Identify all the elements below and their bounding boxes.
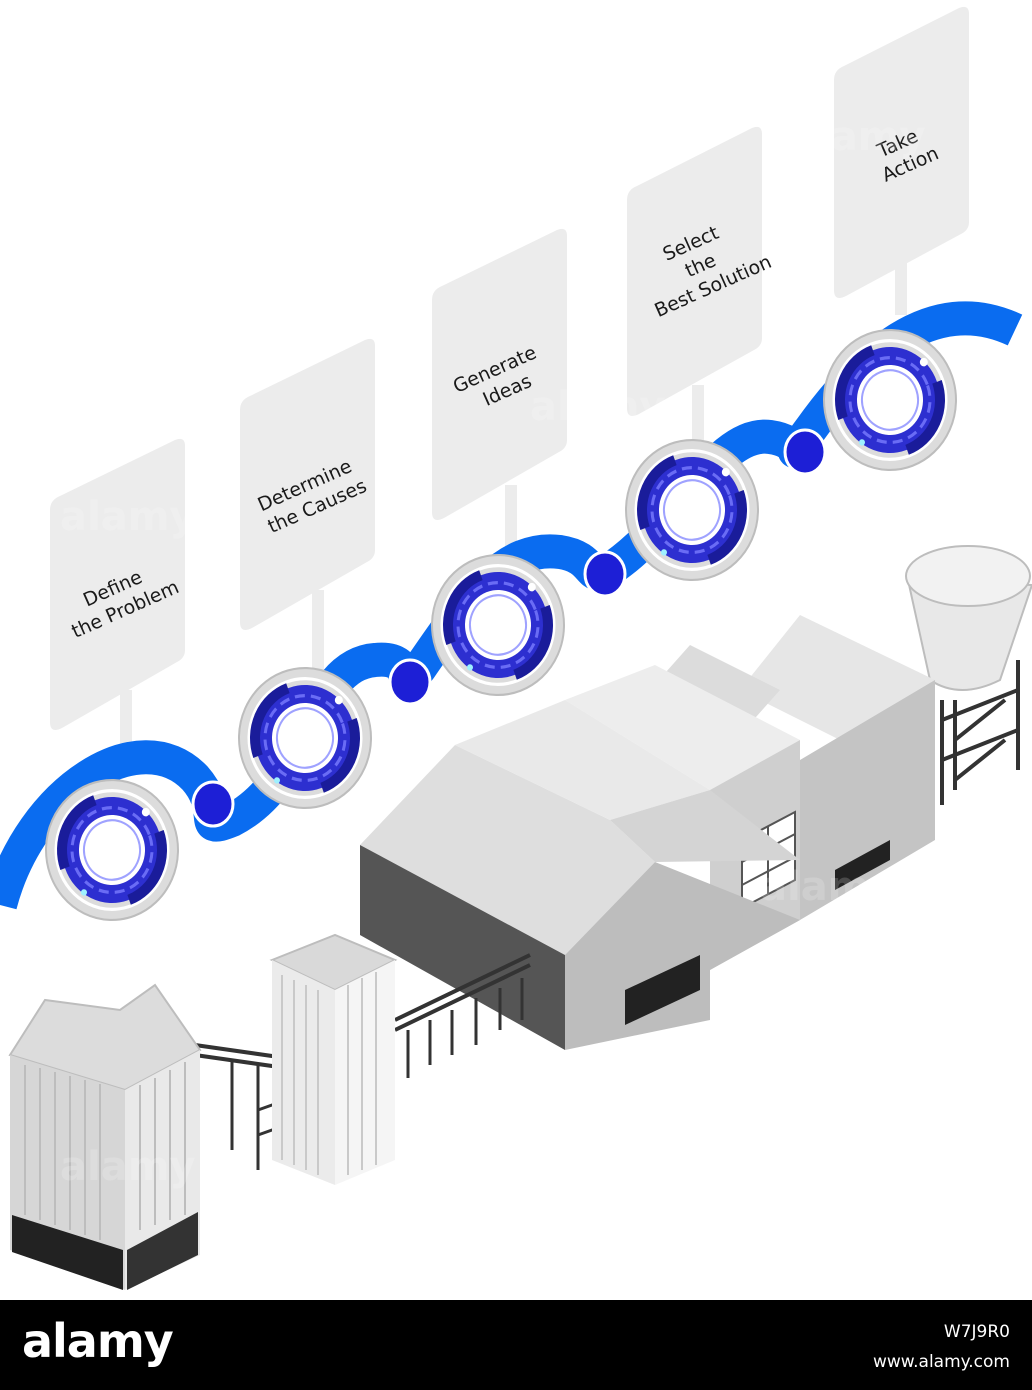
connector-dots — [191, 428, 827, 828]
step-node-5 — [805, 310, 974, 489]
office-building — [8, 983, 202, 1290]
card-shape — [834, 6, 969, 298]
step-card-2: Determine the Causes — [240, 338, 375, 670]
svg-text:alamy: alamy — [60, 494, 195, 540]
step-cards: Define the Problem Determine the Causes … — [50, 6, 969, 745]
step-card-5: Take Action — [834, 6, 969, 315]
site-url: www.alamy.com — [872, 1352, 1010, 1372]
svg-text:alamy: alamy — [60, 1144, 195, 1190]
stock-footer-bar: alamy W7J9R0 www.alamy.com — [0, 1300, 1032, 1390]
image-id: W7J9R0 — [943, 1322, 1010, 1342]
card-shape — [627, 126, 762, 416]
svg-text:alamy: alamy — [530, 384, 665, 430]
card-shape — [240, 338, 375, 630]
step-card-3: Generate Ideas — [432, 228, 567, 565]
tall-tower — [269, 933, 398, 1185]
water-tower — [905, 545, 1032, 805]
connector-dot-3 — [583, 550, 627, 598]
connector-dot-2 — [388, 658, 432, 706]
watermark: alamy alamy alamy alamy alamy — [60, 114, 925, 1190]
svg-text:alamy: alamy — [790, 114, 925, 160]
main-factory — [360, 615, 935, 1050]
card-shape — [50, 438, 185, 730]
industrial-problem-solving-infographic: Define the Problem Determine the Causes … — [0, 6, 1032, 1290]
svg-text:alamy: alamy — [760, 864, 895, 910]
connector-dot-1 — [191, 780, 235, 828]
alamy-logo: alamy — [22, 1314, 174, 1368]
connector-dot-4 — [783, 428, 827, 476]
factory-complex — [8, 545, 1032, 1290]
card-shape — [432, 228, 567, 520]
step-card-1: Define the Problem — [50, 438, 185, 745]
step-card-4: Select the Best Solution — [627, 126, 775, 455]
